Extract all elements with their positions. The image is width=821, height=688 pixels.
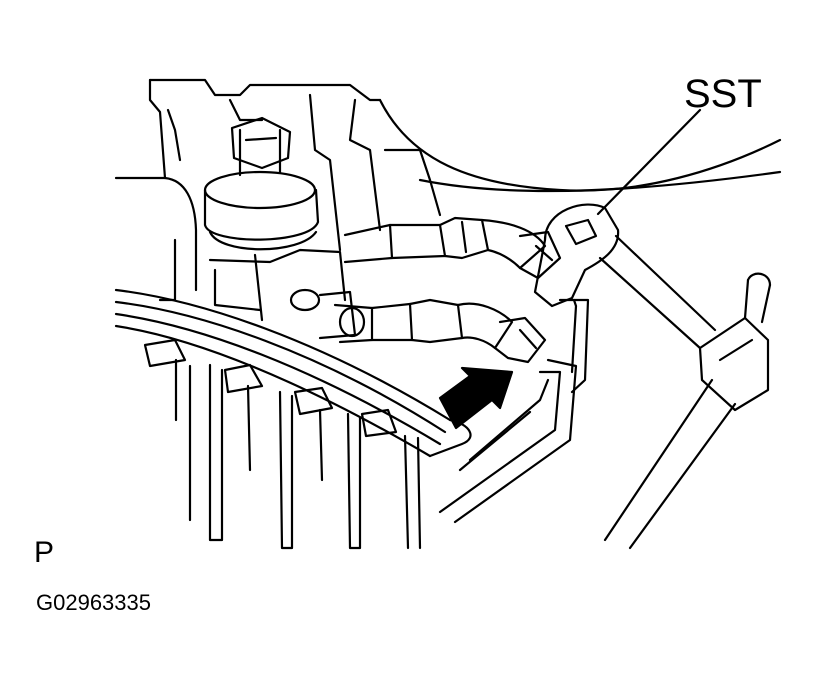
lower-fuel-fitting — [291, 290, 545, 362]
injection-pump — [205, 118, 345, 320]
direction-arrow — [440, 368, 512, 428]
view-label: P — [34, 536, 55, 569]
sst-label: SST — [684, 72, 762, 116]
injector-columns — [145, 340, 420, 548]
injection-pipes — [116, 290, 588, 522]
figure-code: G02963335 — [36, 590, 151, 615]
engine-housing — [116, 80, 780, 300]
upper-fuel-fitting — [345, 218, 560, 278]
sst-wrench — [535, 205, 770, 548]
sst-leader-line — [598, 110, 700, 214]
